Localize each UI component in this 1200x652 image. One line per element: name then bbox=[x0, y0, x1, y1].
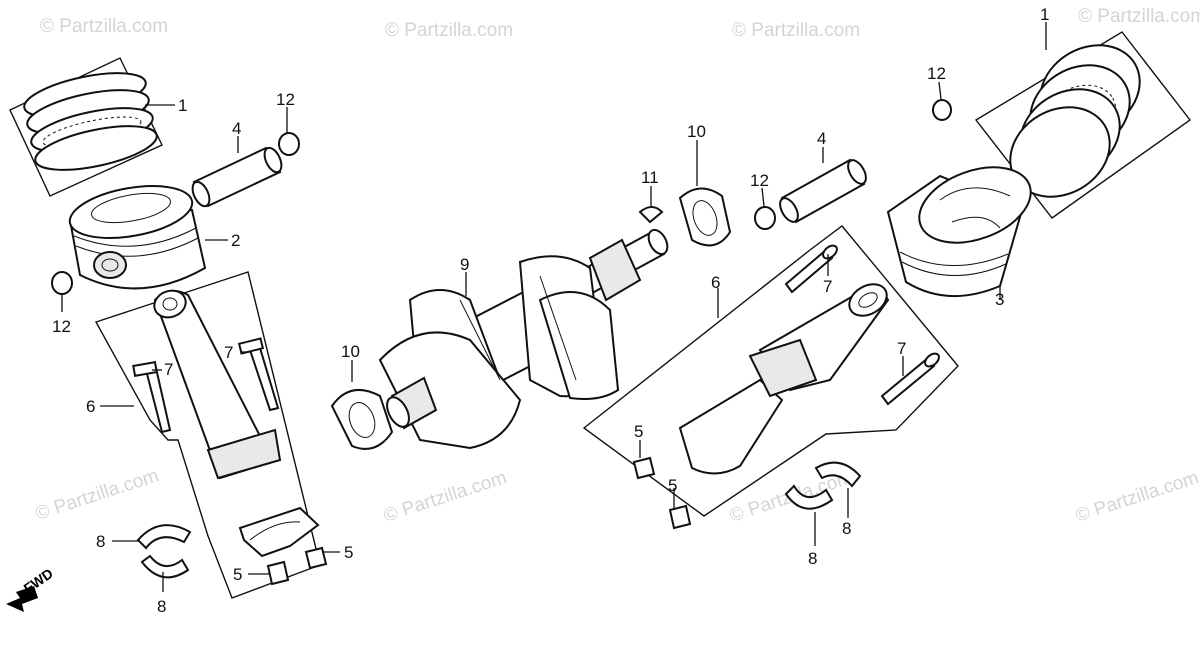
callout-12-right-b: 12 bbox=[927, 64, 946, 83]
fwd-arrow-icon bbox=[6, 586, 38, 612]
callout-6-left: 6 bbox=[86, 397, 95, 416]
callout-4-right: 4 bbox=[817, 129, 826, 148]
callout-3: 3 bbox=[995, 290, 1004, 309]
callout-5-right-b: 5 bbox=[668, 476, 677, 495]
left-bearing-shells bbox=[136, 524, 192, 579]
callout-1-left: 1 bbox=[178, 96, 187, 115]
callout-11: 11 bbox=[641, 168, 659, 187]
crankshaft bbox=[378, 228, 669, 450]
watermark-2: © Partzilla.com bbox=[385, 20, 513, 41]
right-piston-rings bbox=[974, 31, 1191, 219]
callout-4-left: 4 bbox=[232, 119, 241, 138]
callout-12-right-a: 12 bbox=[750, 171, 769, 190]
right-piston-clips bbox=[754, 99, 952, 230]
thrust-washers bbox=[330, 187, 732, 450]
right-bearing-shells bbox=[784, 461, 862, 510]
callout-12-left-top: 12 bbox=[276, 90, 295, 109]
left-piston-pin bbox=[191, 146, 283, 208]
left-piston-rings bbox=[9, 57, 163, 197]
watermark-8: © Partzilla.com bbox=[1073, 467, 1200, 527]
fwd-label: FWD bbox=[21, 565, 56, 596]
callout-5-left-b: 5 bbox=[344, 543, 353, 562]
callout-9: 9 bbox=[460, 255, 469, 274]
callout-8-left-b: 8 bbox=[157, 597, 166, 616]
callout-10-left: 10 bbox=[341, 342, 360, 361]
callout-labels: 1 2 4 12 12 6 7 7 8 8 5 5 9 10 11 10 4 1… bbox=[52, 5, 1049, 616]
callout-8-right-a: 8 bbox=[808, 549, 817, 568]
callout-7-left-b: 7 bbox=[224, 343, 233, 362]
callout-8-left-a: 8 bbox=[96, 532, 105, 551]
callout-8-right-b: 8 bbox=[842, 519, 851, 538]
left-piston-clips bbox=[51, 132, 300, 295]
callout-7-right-b: 7 bbox=[897, 339, 906, 358]
callout-5-right-a: 5 bbox=[634, 422, 643, 441]
watermark-4: © Partzilla.com bbox=[1078, 6, 1200, 27]
callout-7-left-a: 7 bbox=[164, 360, 173, 379]
left-conrod-assembly bbox=[94, 271, 328, 599]
watermark-1: © Partzilla.com bbox=[40, 16, 168, 37]
callout-7-right-a: 7 bbox=[823, 277, 832, 296]
callout-12-left-bottom: 12 bbox=[52, 317, 71, 336]
callout-5-left-a: 5 bbox=[233, 565, 242, 584]
left-piston bbox=[68, 185, 207, 290]
right-conrod-assembly bbox=[582, 225, 959, 530]
callout-2: 2 bbox=[231, 231, 240, 250]
leader-lines bbox=[61, 22, 1047, 592]
callout-1-right: 1 bbox=[1040, 5, 1049, 24]
watermark-5: © Partzilla.com bbox=[33, 465, 161, 525]
watermark-3: © Partzilla.com bbox=[732, 20, 860, 41]
callout-6-right: 6 bbox=[711, 273, 720, 292]
fwd-arrow: FWD bbox=[6, 565, 56, 612]
right-piston bbox=[886, 166, 1032, 298]
right-piston-pin bbox=[779, 158, 867, 224]
woodruff-key bbox=[638, 206, 664, 224]
callout-10-right: 10 bbox=[687, 122, 706, 141]
watermark-6: © Partzilla.com bbox=[381, 467, 509, 527]
